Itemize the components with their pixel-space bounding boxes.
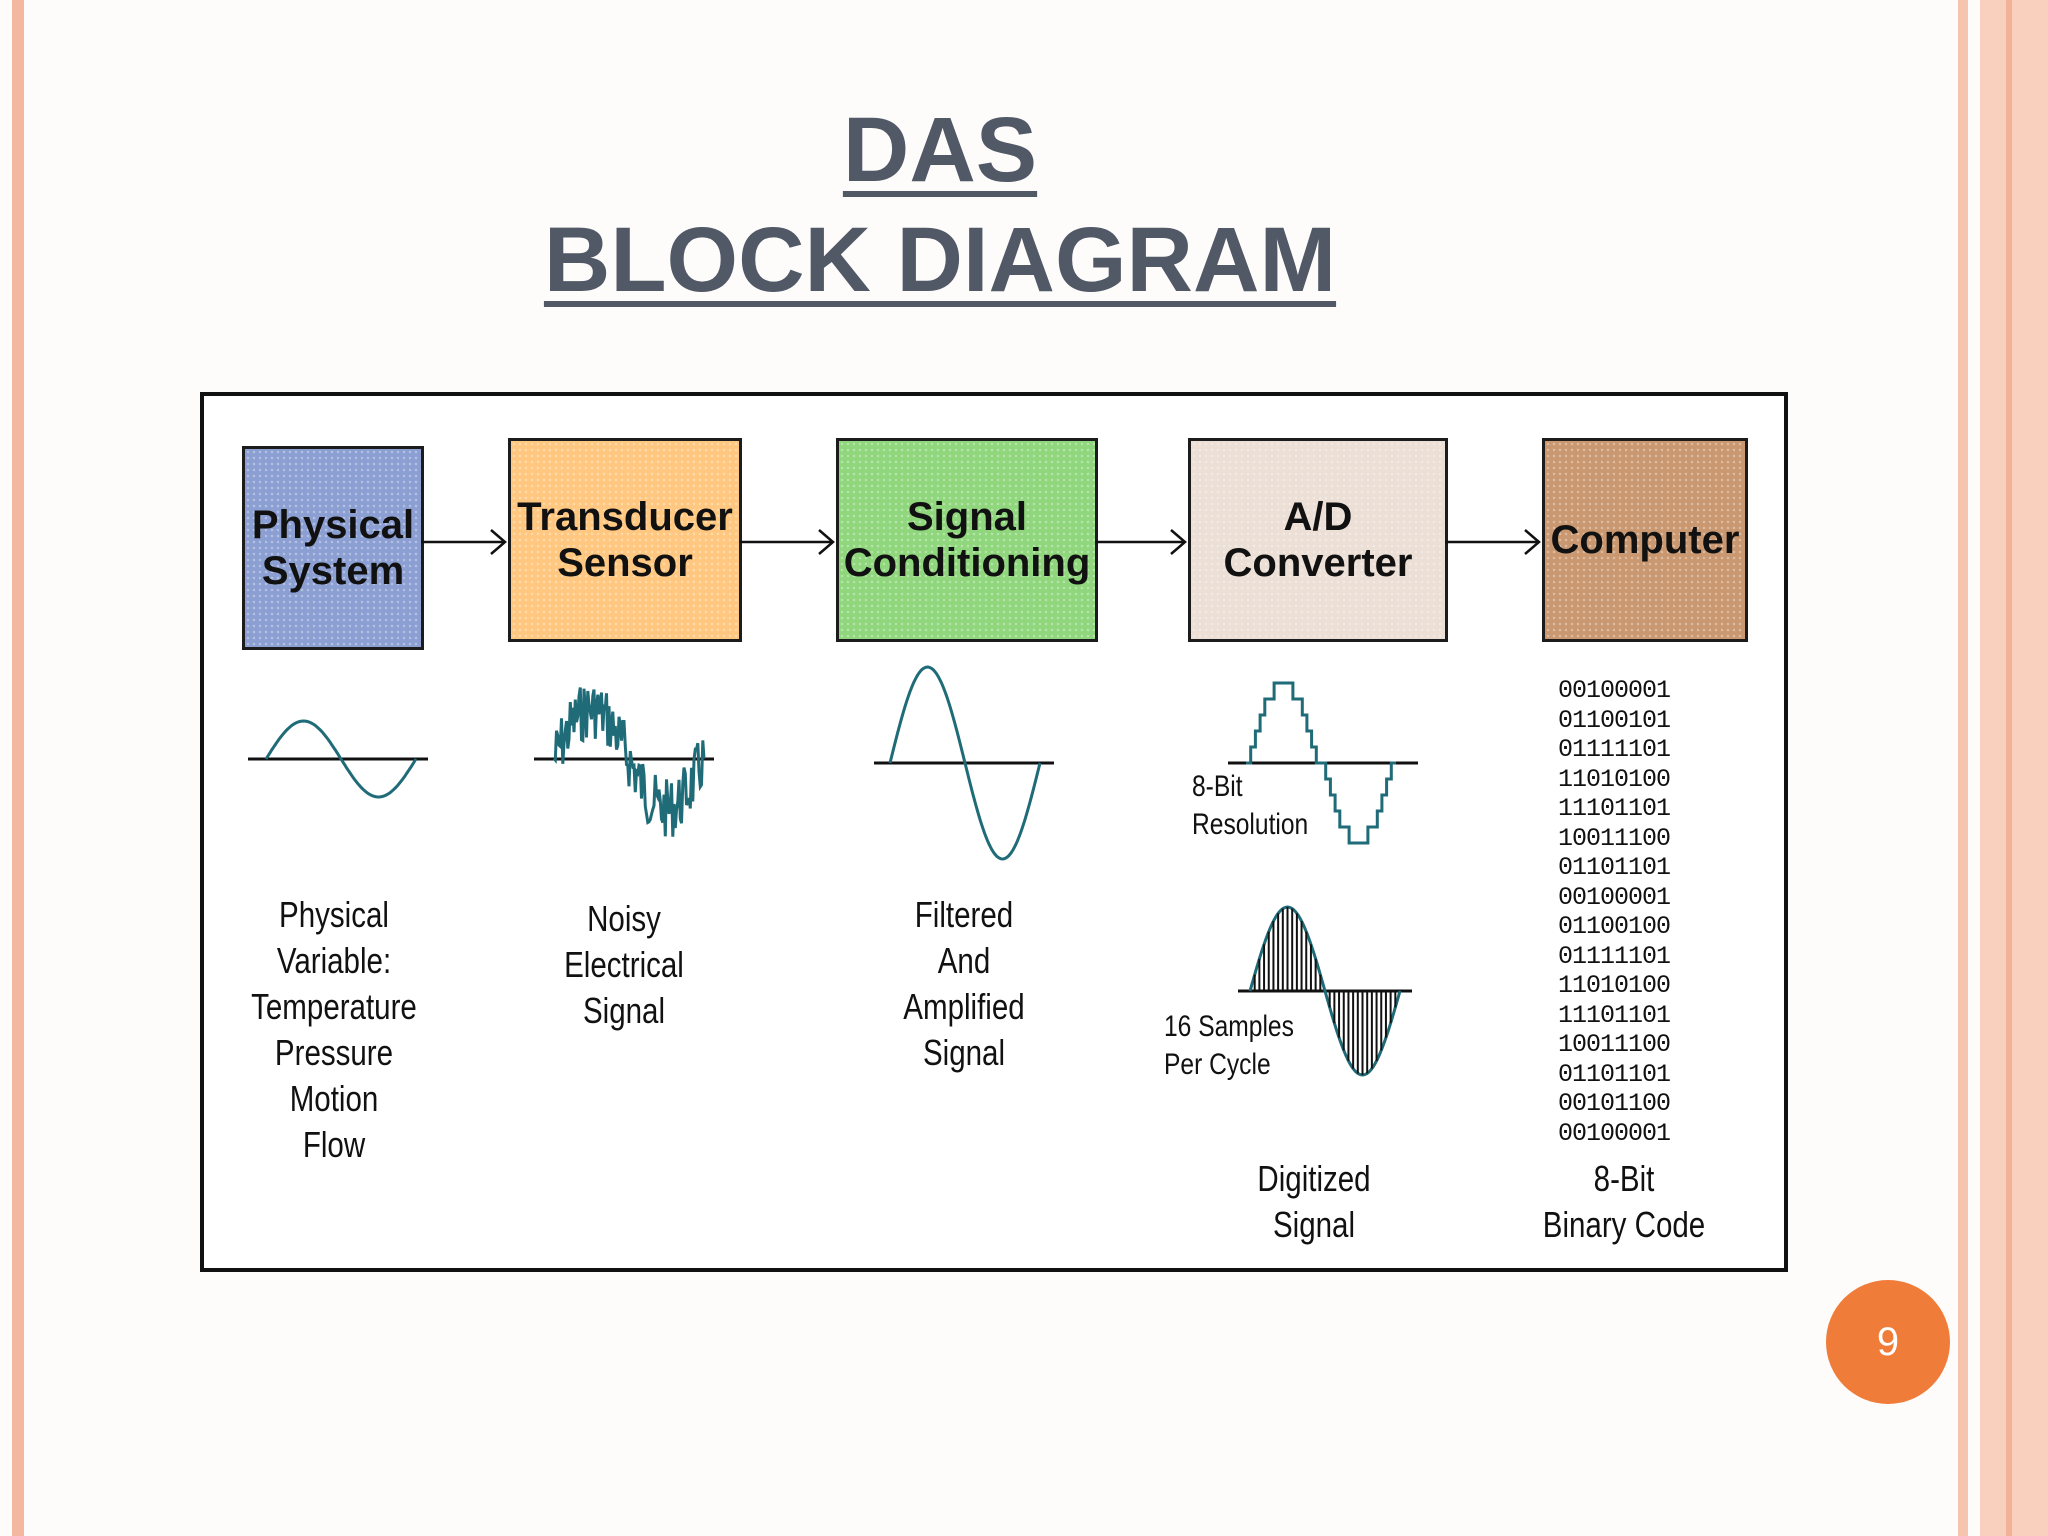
transducer-sensor-label: Transducer Sensor (517, 495, 733, 585)
digitized-signal-caption: Digitized Signal (1257, 1158, 1371, 1245)
binary-code-row: 00100001 (1557, 882, 1671, 912)
ad-converter-block: A/D Converter (1188, 438, 1448, 642)
binary-code-row: 01111101 (1557, 735, 1671, 764)
binary-code-row: 11010100 (1557, 764, 1671, 794)
binary-code-row: 11010100 (1557, 971, 1671, 1000)
binary-code-row: 10011100 (1557, 1030, 1671, 1059)
computer-label: Computer (1550, 518, 1740, 562)
binary-code-row: 00101100 (1557, 1089, 1671, 1118)
arrow-1-head (490, 529, 507, 555)
slide-title-line1: DAS (842, 99, 1038, 201)
sampled-signal-wave (1248, 905, 1402, 1077)
physical-variable-wave (264, 719, 418, 799)
binary-code-row: 00100001 (1557, 1118, 1671, 1148)
ad-converter-label: A/D Converter (1223, 495, 1413, 585)
right-frame-stripe-inner (1958, 0, 1968, 1536)
binary-code-row: 11101101 (1557, 794, 1671, 823)
filtered-signal-caption: Filtered And Amplified Signal (903, 894, 1025, 1073)
quantized-signal-wave (1246, 681, 1396, 845)
diagram-graphics (248, 529, 1541, 1077)
sample-lines (1253, 907, 1397, 1075)
physical-variable-caption: Physical Variable: Temperature Pressure … (251, 894, 417, 1165)
transducer-sensor-block: Transducer Sensor (508, 438, 742, 642)
right-frame-stripe-outer (1980, 0, 2048, 1536)
binary-code-row: 01111101 (1557, 941, 1671, 971)
binary-code-row: 01101101 (1557, 1059, 1671, 1089)
physical-system-label: Physical System (251, 503, 415, 593)
noisy-signal-caption: Noisy Electrical Signal (564, 898, 684, 1031)
binary-code-row: 01101101 (1557, 853, 1671, 882)
page-number-badge: 9 (1826, 1280, 1950, 1404)
arrow-3-head (1170, 529, 1187, 555)
noisy-signal-wave (552, 687, 706, 837)
filtered-signal-wave (888, 665, 1042, 861)
binary-code-row: 01100101 (1557, 705, 1671, 735)
arrow-4-head (1524, 529, 1541, 555)
binary-code-caption: 8-Bit Binary Code (1542, 1158, 1706, 1245)
signal-conditioning-block: Signal Conditioning (836, 438, 1098, 642)
slide-title-line2: BLOCK DIAGRAM (543, 209, 1337, 311)
samples-caption: 16 Samples Per Cycle (1164, 1010, 1294, 1081)
binary-code-row: 11101101 (1557, 1000, 1671, 1030)
left-frame-stripe (12, 0, 24, 1536)
binary-code-row: 00100001 (1557, 676, 1671, 705)
das-block-diagram: Physical System Transducer Sensor Signal… (200, 392, 1788, 1272)
right-frame-line (2006, 0, 2012, 1536)
signal-conditioning-label: Signal Conditioning (843, 495, 1091, 585)
physical-system-block: Physical System (242, 446, 424, 650)
binary-code-row: 10011100 (1557, 823, 1671, 853)
binary-code-row: 01100100 (1557, 912, 1671, 941)
arrow-2-head (818, 529, 835, 555)
resolution-caption: 8-Bit Resolution (1192, 770, 1309, 841)
computer-block: Computer (1542, 438, 1748, 642)
